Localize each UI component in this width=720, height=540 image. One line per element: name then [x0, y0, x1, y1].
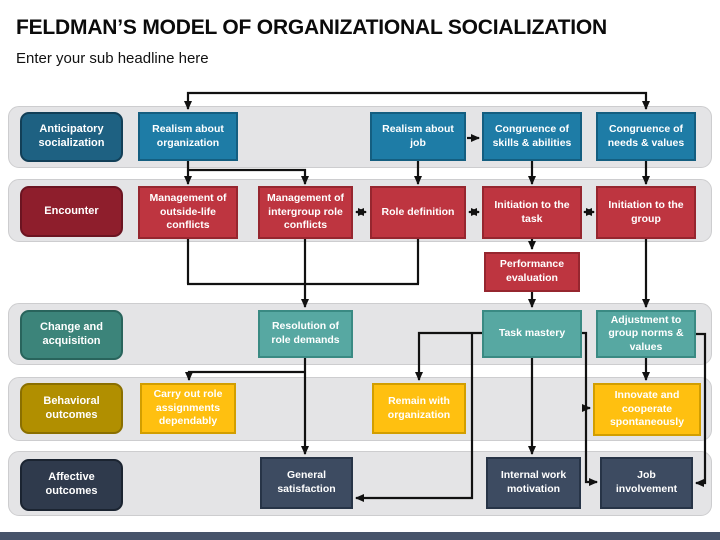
box-task-mastery: Task mastery — [482, 310, 582, 358]
box-general-satisfaction: General satisfaction — [260, 457, 353, 509]
box-congruence-needs-values: Congruence of needs & values — [596, 112, 696, 161]
page-title: FELDMAN’S MODEL OF ORGANIZATIONAL SOCIAL… — [16, 16, 608, 39]
row-label-behavioral-outcomes: Behavioral outcomes — [20, 383, 123, 434]
box-remain-with-organization: Remain with organization — [372, 383, 466, 434]
box-carry-out-role-assignments: Carry out role assignments dependably — [140, 383, 236, 434]
bottom-accent-bar — [0, 532, 720, 540]
box-job-involvement: Job involvement — [600, 457, 693, 509]
box-initiation-to-the-group: Initiation to the group — [596, 186, 696, 239]
box-realism-about-organization: Realism about organization — [138, 112, 238, 161]
box-innovate-cooperate-spontaneously: Innovate and cooperate spontaneously — [593, 383, 701, 436]
box-congruence-skills-abilities: Congruence of skills & abilities — [482, 112, 582, 161]
box-role-definition: Role definition — [370, 186, 466, 239]
box-initiation-to-the-task: Initiation to the task — [482, 186, 582, 239]
box-adjustment-group-norms-values: Adjustment to group norms & values — [596, 310, 696, 358]
box-resolution-of-role-demands: Resolution of role demands — [258, 310, 353, 358]
row-label-anticipatory-socialization: Anticipatory socialization — [20, 112, 123, 162]
box-management-outside-life-conflicts: Management of outside-life conflicts — [138, 186, 238, 239]
row-label-encounter: Encounter — [20, 186, 123, 237]
row-label-change-and-acquisition: Change and acquisition — [20, 310, 123, 360]
box-internal-work-motivation: Internal work motivation — [486, 457, 581, 509]
box-realism-about-job: Realism about job — [370, 112, 466, 161]
sub-headline: Enter your sub headline here — [16, 50, 209, 67]
box-performance-evaluation: Performance evaluation — [484, 252, 580, 292]
box-management-intergroup-role-conflicts: Management of intergroup role conflicts — [258, 186, 353, 239]
row-label-affective-outcomes: Affective outcomes — [20, 459, 123, 511]
